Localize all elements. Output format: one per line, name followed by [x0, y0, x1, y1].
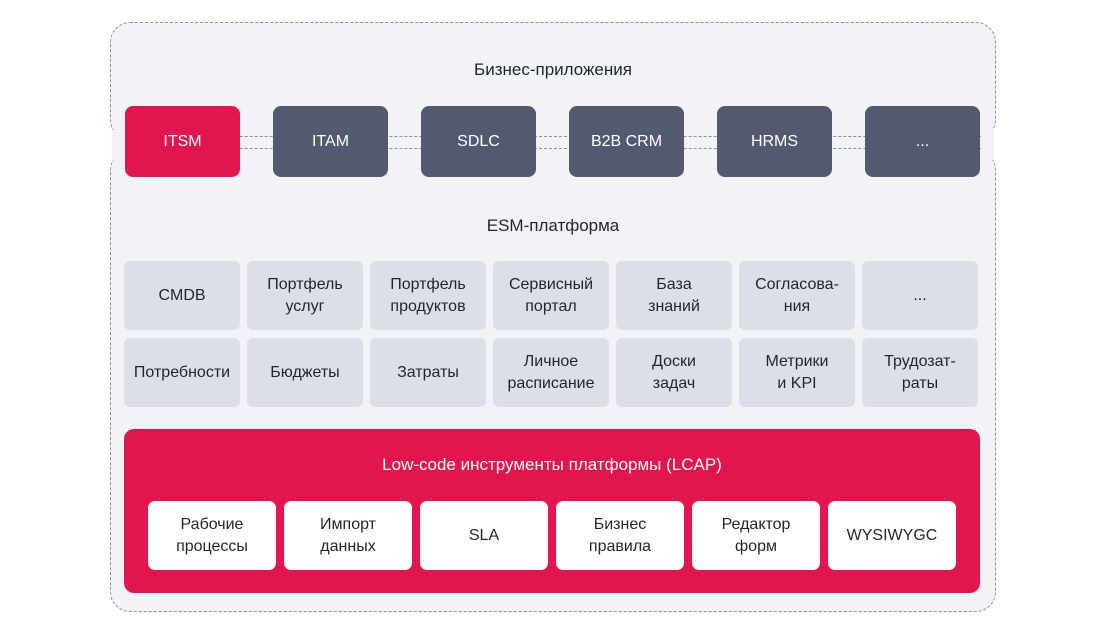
lcap-tools-row: Рабочие процессы Импорт данных SLA Бизне… [148, 501, 956, 570]
business-apps-title: Бизнес-приложения [474, 60, 632, 79]
business-apps-row: ITSM ITAM SDLC B2B CRM HRMS ... [125, 106, 980, 177]
module-cmdb: CMDB [124, 261, 240, 330]
module-costs: Затраты [370, 338, 486, 407]
tool-business-rules: Бизнес правила [556, 501, 684, 570]
connector-line-bottom [125, 148, 981, 149]
business-apps-panel [110, 22, 996, 140]
module-budgets: Бюджеты [247, 338, 363, 407]
module-task-boards: Доски задач [616, 338, 732, 407]
tool-workflows: Рабочие процессы [148, 501, 276, 570]
tool-wysiwygc: WYSIWYGC [828, 501, 956, 570]
module-needs: Потребности [124, 338, 240, 407]
module-product-portfolio: Портфель продуктов [370, 261, 486, 330]
app-box-b2b-crm: B2B CRM [569, 106, 684, 177]
module-more: ... [862, 261, 978, 330]
lcap-title: Low-code инструменты платформы (LCAP) [382, 455, 722, 474]
module-service-portal: Сервисный портал [493, 261, 609, 330]
app-box-itam: ITAM [273, 106, 388, 177]
module-approvals: Согласова- ния [739, 261, 855, 330]
app-box-itsm: ITSM [125, 106, 240, 177]
module-metrics-kpi: Метрики и KPI [739, 338, 855, 407]
lcap-block: Low-code инструменты платформы (LCAP) Ра… [124, 429, 980, 593]
tool-data-import: Импорт данных [284, 501, 412, 570]
module-knowledge-base: База знаний [616, 261, 732, 330]
module-labor-costs: Трудозат- раты [862, 338, 978, 407]
esm-modules-grid: CMDB Портфель услуг Портфель продуктов С… [124, 261, 978, 407]
module-service-portfolio: Портфель услуг [247, 261, 363, 330]
tool-form-editor: Редактор форм [692, 501, 820, 570]
connector-line-top [125, 136, 981, 137]
esm-platform-title: ESM-платформа [486, 216, 620, 235]
app-box-sdlc: SDLC [421, 106, 536, 177]
module-personal-schedule: Личное расписание [493, 338, 609, 407]
app-box-more: ... [865, 106, 980, 177]
tool-sla: SLA [420, 501, 548, 570]
app-box-hrms: HRMS [717, 106, 832, 177]
panel-junction [112, 130, 994, 160]
